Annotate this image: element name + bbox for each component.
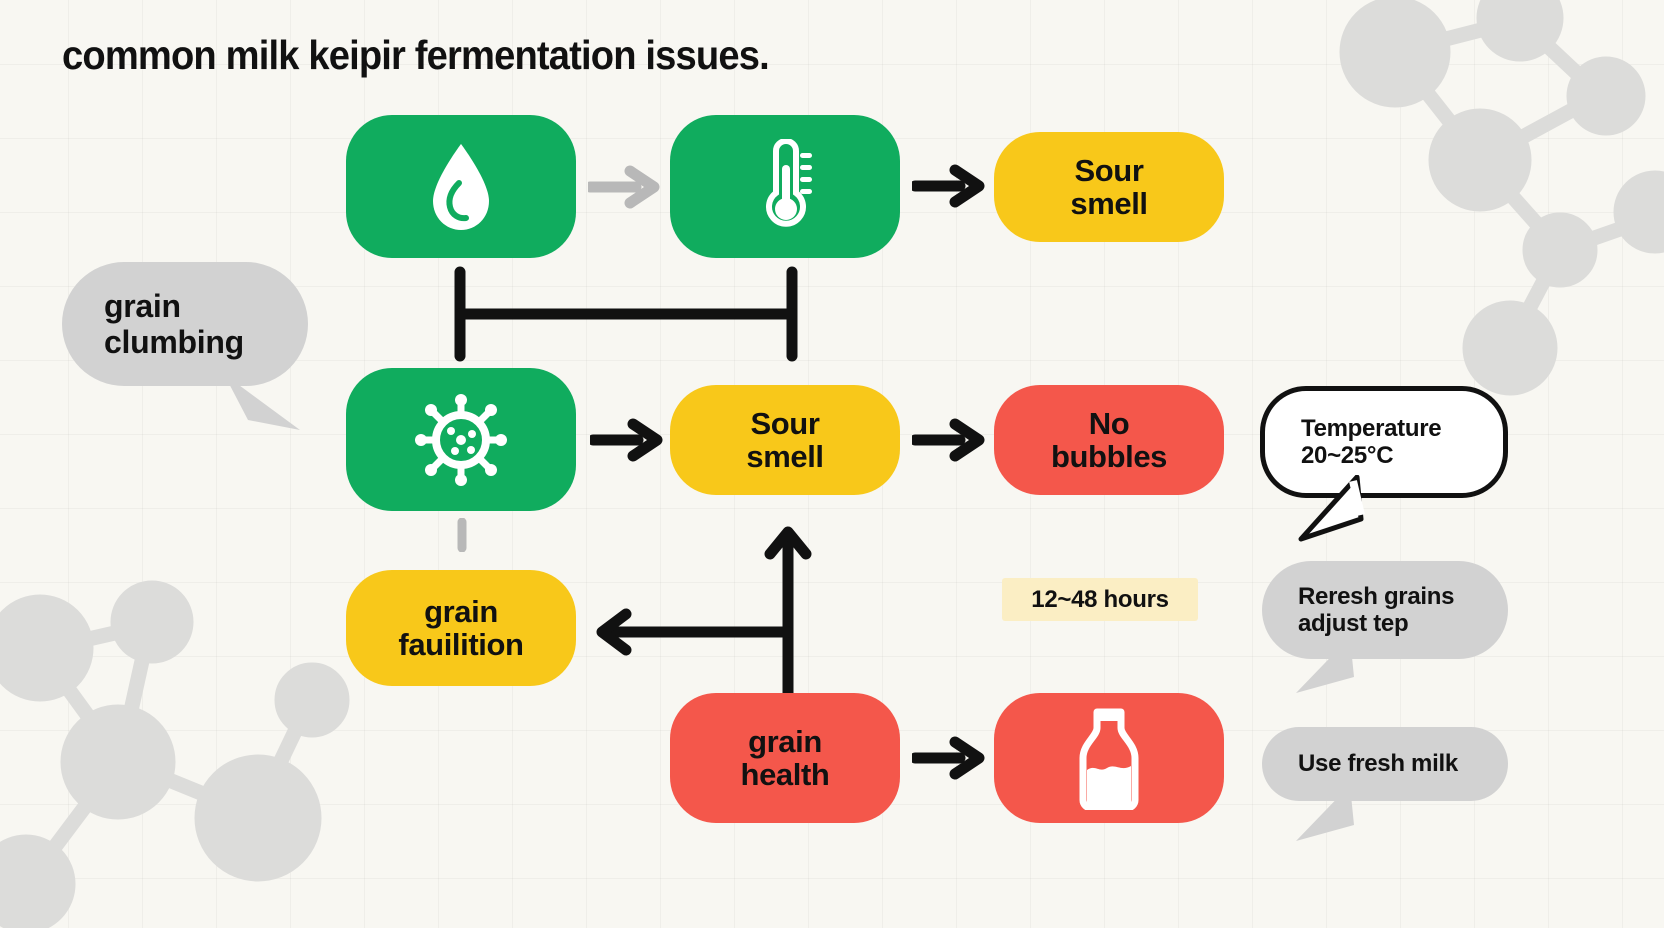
connector-culture-to-grain-fauilition — [457, 518, 467, 552]
page-title: common milk keipir fermentation issues. — [62, 32, 770, 78]
annotation-fresh-milk[interactable]: Use fresh milk — [1262, 727, 1508, 841]
node-grain-health[interactable]: grain health — [670, 693, 900, 823]
annotation-text: Temperature 20~25°C — [1301, 414, 1442, 469]
node-label: Sour smell — [746, 405, 824, 474]
node-milk-bottle[interactable] — [994, 693, 1224, 823]
bubble-tail-icon — [1298, 475, 1365, 542]
annotation-text: grain clumbing — [104, 287, 244, 360]
milk-bottle-icon — [1079, 708, 1139, 810]
node-label: No bubbles — [1050, 405, 1168, 474]
connector-temperature-to-sour-smell-top — [912, 164, 985, 208]
connector-sour-smell-to-no-bubbles — [912, 418, 985, 462]
connector-grain-health-to-milk-bottle — [912, 736, 985, 780]
connector-culture-to-sour-smell-mid — [590, 418, 663, 462]
annotation-text: Reresh grains adjust tep — [1298, 582, 1455, 637]
node-label: grain health — [740, 723, 830, 792]
connector-moisture-to-temperature — [588, 165, 660, 209]
node-culture[interactable] — [346, 368, 576, 511]
node-temperature[interactable] — [670, 115, 900, 258]
node-label: Sour smell — [1070, 152, 1148, 221]
annotation-temperature[interactable]: Temperature 20~25°C — [1260, 386, 1508, 542]
node-sour-smell-mid[interactable]: Sour smell — [670, 385, 900, 495]
connector-row1-bracket — [454, 266, 798, 362]
node-moisture[interactable] — [346, 115, 576, 258]
bubble-tail-icon — [1296, 637, 1354, 693]
annotation-refresh-grains[interactable]: Reresh grains adjust tep — [1262, 561, 1508, 693]
node-sour-smell-top[interactable]: Sour smell — [994, 132, 1224, 242]
microbe-icon — [415, 393, 507, 486]
duration-badge: 12~48 hours — [1002, 578, 1198, 621]
node-no-bubbles[interactable]: No bubbles — [994, 385, 1224, 495]
bubble-tail-icon — [224, 374, 300, 430]
thermometer-icon — [766, 138, 812, 227]
annotation-text: Use fresh milk — [1298, 750, 1458, 778]
connector-feedback-elbow — [596, 526, 812, 698]
water-drop-icon — [433, 143, 489, 230]
bubble-tail-icon — [1296, 785, 1354, 841]
annotation-grain-clumbing[interactable]: grain clumbing — [62, 262, 308, 430]
node-label: grain fauilition — [398, 593, 524, 662]
node-grain-fauilition[interactable]: grain fauilition — [346, 570, 576, 686]
